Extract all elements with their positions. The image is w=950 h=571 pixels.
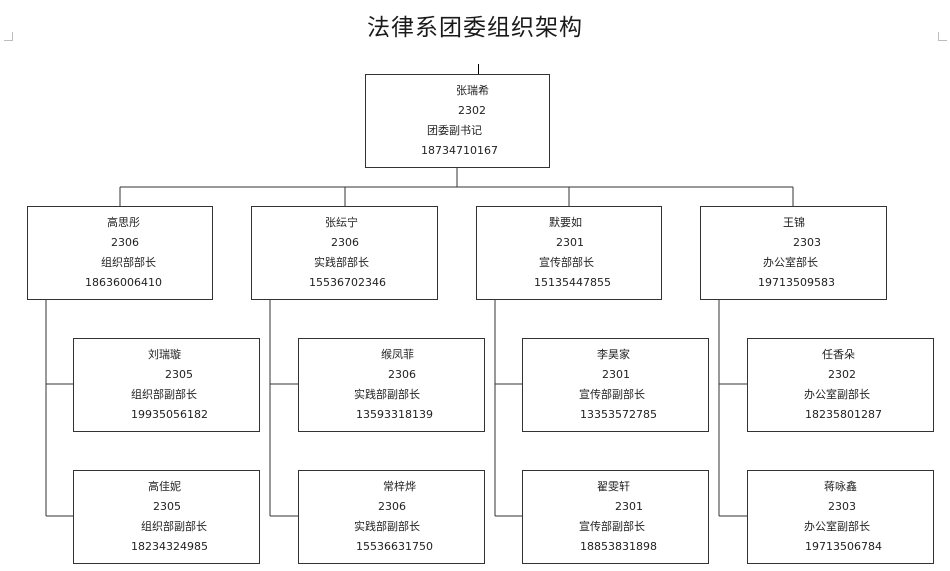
node-deputy[interactable]: 李昊家 2301 宣传部副部长 13353572785 — [522, 338, 709, 432]
node-name: 翟雯轩 — [597, 480, 630, 493]
node-class: 2301 — [615, 500, 643, 513]
node-phone: 18636006410 — [85, 276, 162, 289]
node-role: 办公室副部长 — [804, 388, 870, 401]
node-name: 高思彤 — [107, 216, 140, 229]
node-phone: 18853831898 — [580, 540, 657, 553]
node-name: 张纭宁 — [325, 216, 358, 229]
node-phone: 15536631750 — [356, 540, 433, 553]
node-dept-head-publicity[interactable]: 默要如 2301 宣传部部长 15135447855 — [476, 206, 662, 300]
node-class: 2306 — [388, 368, 416, 381]
node-phone: 18235801287 — [805, 408, 882, 421]
node-deputy[interactable]: 翟雯轩 2301 宣传部副部长 18853831898 — [522, 470, 709, 564]
page-corner-mark — [938, 32, 947, 41]
node-name: 缑凤菲 — [381, 348, 414, 361]
node-name: 高佳妮 — [148, 480, 181, 493]
node-class: 2303 — [793, 236, 821, 249]
node-dept-head-organization[interactable]: 高思彤 2306 组织部部长 18636006410 — [27, 206, 213, 300]
node-role: 团委副书记 — [427, 124, 482, 137]
node-class: 2302 — [458, 104, 486, 117]
node-class: 2303 — [828, 500, 856, 513]
node-deputy[interactable]: 缑凤菲 2306 实践部副部长 13593318139 — [298, 338, 485, 432]
node-deputy[interactable]: 蒋咏鑫 2303 办公室副部长 19713506784 — [747, 470, 934, 564]
node-role: 实践部副部长 — [354, 520, 420, 533]
node-phone: 13353572785 — [580, 408, 657, 421]
node-class: 2301 — [556, 236, 584, 249]
node-deputy[interactable]: 高佳妮 2305 组织部副部长 18234324985 — [73, 470, 260, 564]
node-role: 宣传部部长 — [539, 256, 594, 269]
node-class: 2301 — [602, 368, 630, 381]
node-class: 2306 — [331, 236, 359, 249]
node-phone: 19935056182 — [131, 408, 208, 421]
node-root[interactable]: 张瑞希 2302 团委副书记 18734710167 — [365, 74, 550, 168]
node-phone: 18234324985 — [131, 540, 208, 553]
node-name: 蒋咏鑫 — [824, 480, 857, 493]
node-phone: 15135447855 — [534, 276, 611, 289]
node-phone: 18734710167 — [421, 144, 498, 157]
node-role: 组织部副部长 — [131, 388, 197, 401]
node-name: 李昊家 — [597, 348, 630, 361]
node-class: 2302 — [828, 368, 856, 381]
node-class: 2306 — [378, 500, 406, 513]
node-role: 实践部副部长 — [354, 388, 420, 401]
node-deputy[interactable]: 常梓烨 2306 实践部副部长 15536631750 — [298, 470, 485, 564]
node-role: 办公室部长 — [763, 256, 818, 269]
text-cursor — [478, 64, 479, 81]
node-role: 组织部部长 — [101, 256, 156, 269]
node-name: 默要如 — [549, 216, 582, 229]
node-role: 办公室副部长 — [804, 520, 870, 533]
node-class: 2305 — [153, 500, 181, 513]
node-dept-head-office[interactable]: 王锦 2303 办公室部长 19713509583 — [700, 206, 887, 300]
node-dept-head-practice[interactable]: 张纭宁 2306 实践部部长 15536702346 — [251, 206, 438, 300]
node-name: 张瑞希 — [456, 84, 489, 97]
node-name: 任香朵 — [822, 348, 855, 361]
node-role: 组织部副部长 — [141, 520, 207, 533]
node-class: 2305 — [165, 368, 193, 381]
node-phone: 19713509583 — [758, 276, 835, 289]
node-role: 宣传部副部长 — [579, 388, 645, 401]
node-deputy[interactable]: 刘瑞璇 2305 组织部副部长 19935056182 — [73, 338, 260, 432]
node-deputy[interactable]: 任香朵 2302 办公室副部长 18235801287 — [747, 338, 934, 432]
node-name: 常梓烨 — [383, 480, 416, 493]
node-phone: 15536702346 — [309, 276, 386, 289]
node-phone: 19713506784 — [805, 540, 882, 553]
node-role: 宣传部副部长 — [579, 520, 645, 533]
node-class: 2306 — [111, 236, 139, 249]
node-phone: 13593318139 — [356, 408, 433, 421]
node-role: 实践部部长 — [314, 256, 369, 269]
node-name: 刘瑞璇 — [148, 348, 181, 361]
page-corner-mark — [4, 32, 13, 41]
page-title: 法律系团委组织架构 — [367, 15, 583, 41]
node-name: 王锦 — [783, 216, 805, 229]
